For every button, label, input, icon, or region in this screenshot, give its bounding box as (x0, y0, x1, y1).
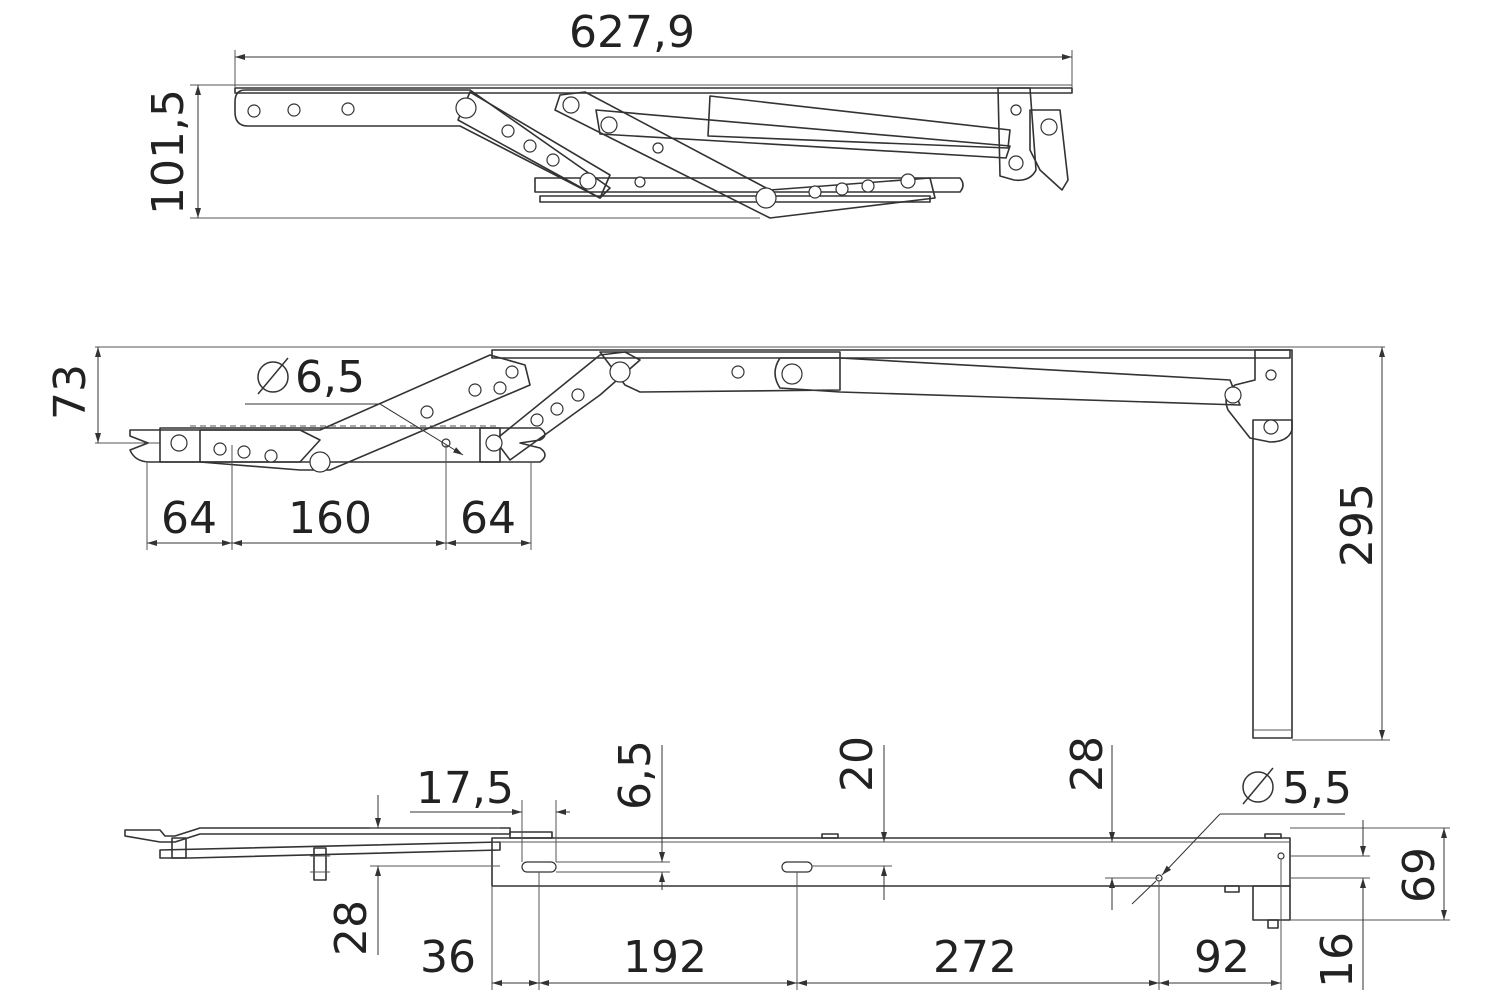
dim-slot2-height: 20 (832, 736, 883, 792)
dim-seg-2: 272 (933, 932, 1017, 983)
dim-hole-dia-2: 5,5 (1282, 763, 1352, 814)
dim-slot-height: 6,5 (610, 740, 661, 810)
dim-slot-width: 17,5 (416, 763, 514, 814)
dim-end-offset: 16 (1312, 932, 1363, 988)
dim-leg-height: 295 (1332, 483, 1383, 567)
dim-seg-3: 92 (1194, 932, 1250, 983)
dim-left-offset: 28 (326, 900, 377, 956)
side-view: 17,5 6,5 20 28 5,5 69 16 (124, 736, 1450, 990)
dim-span-right: 64 (460, 493, 516, 544)
dim-folded-height: 101,5 (143, 89, 194, 215)
dim-span-mid: 160 (288, 493, 372, 544)
open-view: 73 6,5 64 160 64 295 (45, 346, 1390, 741)
dim-seg-1: 192 (623, 932, 707, 983)
dim-overall-length: 627,9 (569, 7, 695, 58)
folded-holes (247, 96, 1058, 209)
dim-hole-offset: 28 (1062, 736, 1113, 792)
dim-start-offset: 36 (420, 932, 476, 983)
folded-view: 627,9 101,5 (143, 7, 1073, 219)
open-holes (170, 361, 1279, 473)
dim-hole-dia-1: 6,5 (295, 352, 365, 403)
dim-side-height: 69 (1394, 847, 1445, 903)
dim-arm-offset: 73 (45, 364, 96, 420)
dim-span-left: 64 (161, 493, 217, 544)
